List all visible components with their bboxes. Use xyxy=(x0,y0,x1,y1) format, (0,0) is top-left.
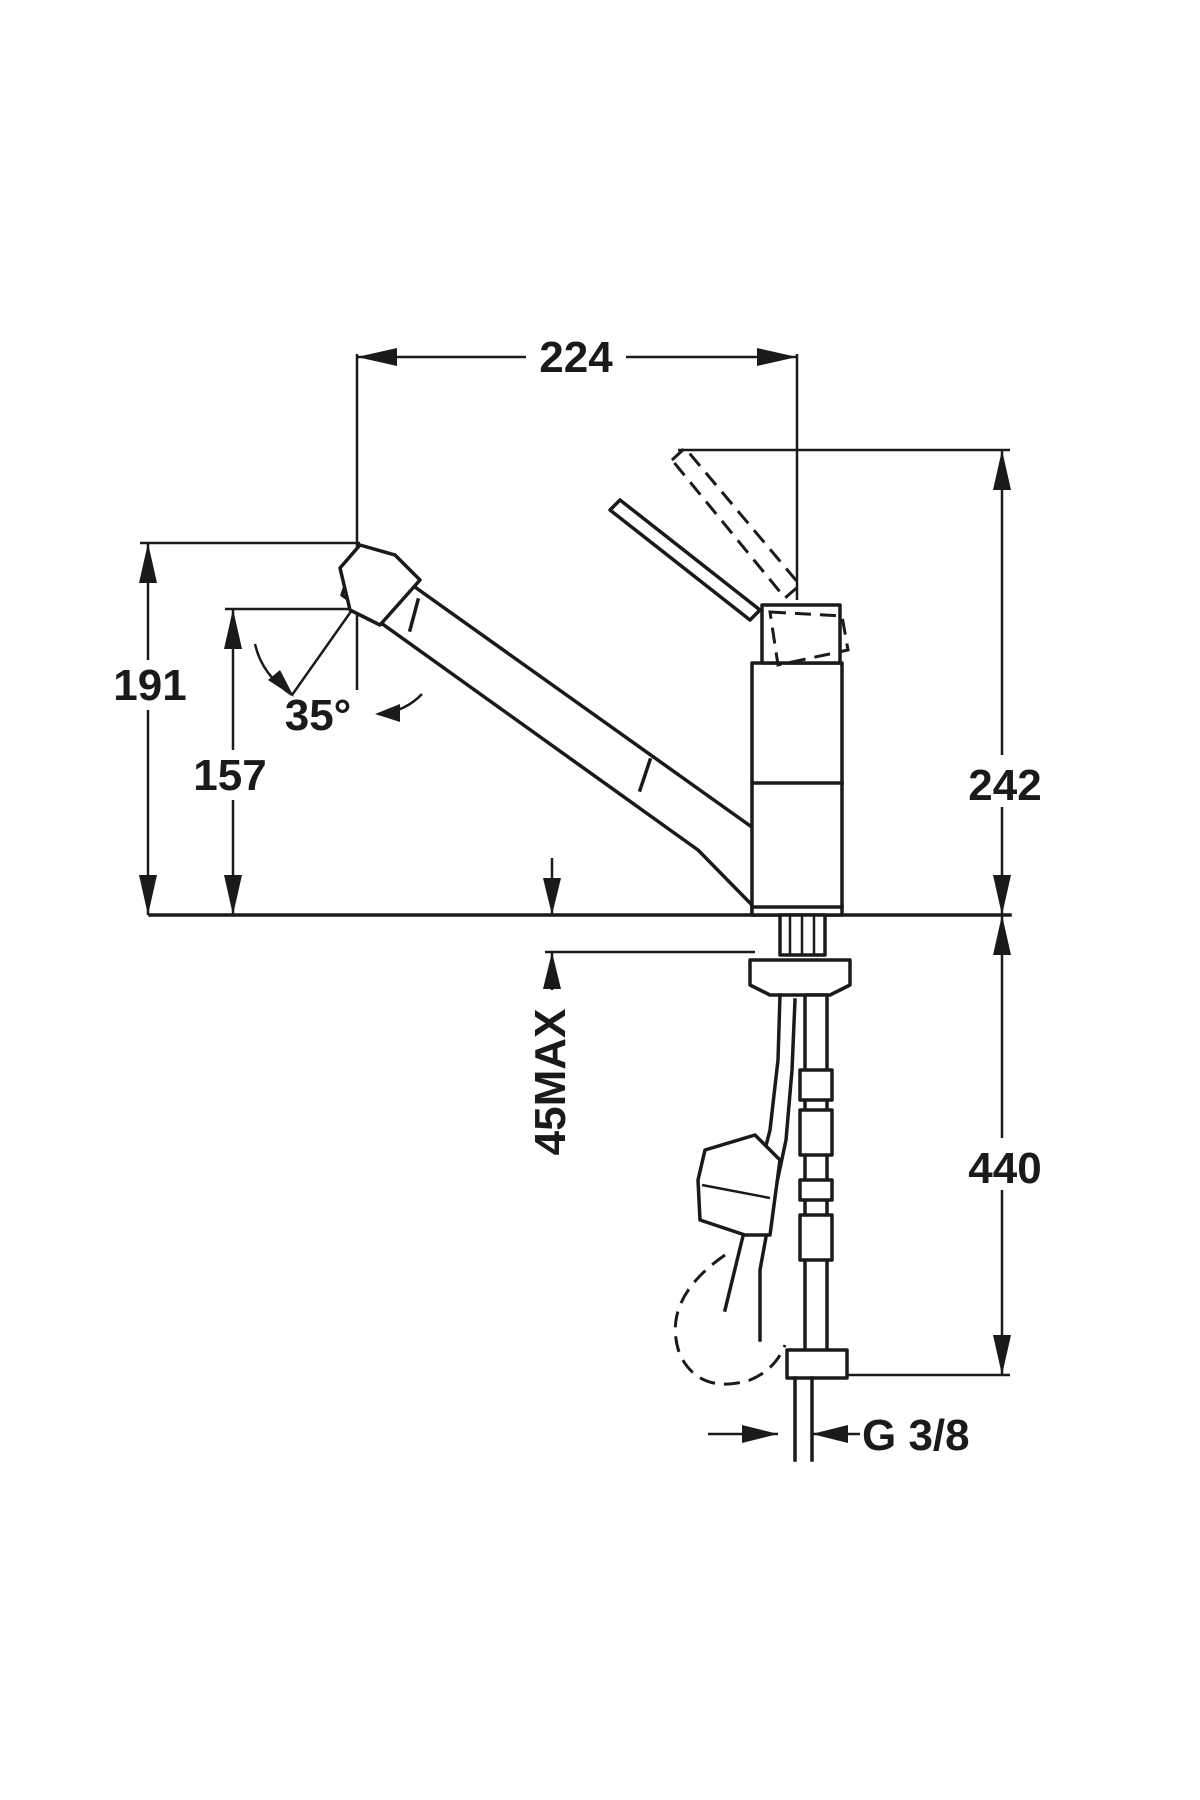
dimension-g38: G 3/8 xyxy=(708,1411,970,1460)
valve-cap xyxy=(760,603,842,665)
dim-label-angle: 35° xyxy=(285,691,352,740)
dim-label-g38: G 3/8 xyxy=(862,1411,970,1460)
hose-weight xyxy=(696,1133,782,1237)
spout-head xyxy=(338,543,422,627)
dim-label-224: 224 xyxy=(539,333,613,382)
dimension-45max: 45MAX xyxy=(526,858,575,1155)
dim-label-191: 191 xyxy=(113,661,186,710)
dimension-157: 157 xyxy=(188,607,350,915)
dim-label-157: 157 xyxy=(193,751,266,800)
lever-alt-position xyxy=(669,445,803,601)
dim-label-45max: 45MAX xyxy=(526,1009,575,1156)
dimension-440: 440 xyxy=(795,915,1050,1377)
dimension-224: 224 xyxy=(355,330,799,690)
hose-loop-dashed xyxy=(673,1253,787,1386)
dimension-191: 191 xyxy=(108,541,360,915)
bottom-fitting xyxy=(785,1348,849,1380)
faucet-underside xyxy=(673,913,852,1462)
hose xyxy=(722,993,782,1313)
valve-cap-rotated xyxy=(768,610,850,667)
spout-arm xyxy=(340,548,758,917)
dim-label-440: 440 xyxy=(968,1144,1041,1193)
lever-handle xyxy=(608,498,762,622)
valve-body xyxy=(750,661,844,917)
dim-label-242: 242 xyxy=(968,761,1041,810)
mounting-plate xyxy=(748,958,852,997)
faucet-body xyxy=(338,445,850,917)
dimension-242: 242 xyxy=(678,448,1050,915)
angle-35: 35° xyxy=(253,609,423,740)
